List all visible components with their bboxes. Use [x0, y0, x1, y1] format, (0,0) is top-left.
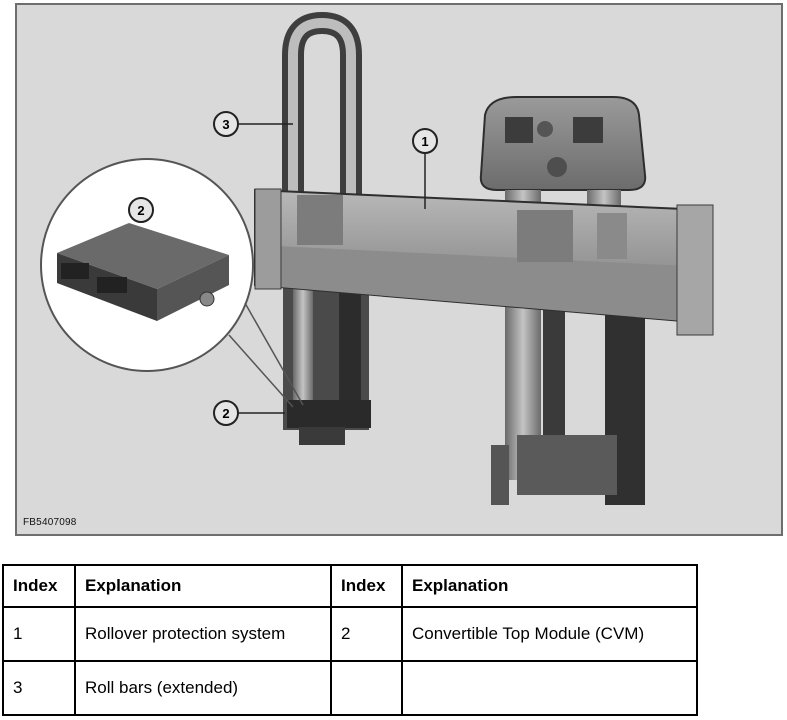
header-index: Index — [2, 563, 76, 609]
cell-explanation: Roll bars (extended) — [74, 659, 332, 717]
cell-index — [330, 659, 403, 717]
frame-beam — [254, 188, 714, 336]
table-row: 3 Roll bars (extended) — [2, 659, 698, 717]
cell-index: 1 — [2, 606, 76, 662]
cell-explanation: Rollover protection system — [74, 606, 332, 662]
legend-table: Index Explanation Index Explanation 1 Ro… — [2, 563, 698, 717]
header-index: Index — [330, 563, 403, 609]
cell-index: 2 — [330, 606, 403, 662]
table-row: 1 Rollover protection system 2 Convertib… — [2, 606, 698, 662]
cell-explanation: Convertible Top Module (CVM) — [401, 606, 698, 662]
header-explanation: Explanation — [74, 563, 332, 609]
diagram-figure: 1 2 2 3 FB5407098 — [15, 3, 783, 536]
cvm-detail-callout — [40, 158, 304, 408]
figure-code: FB5407098 — [23, 517, 77, 528]
header-explanation: Explanation — [401, 563, 698, 609]
legend-header-row: Index Explanation Index Explanation — [2, 563, 698, 609]
cell-explanation — [401, 659, 698, 717]
rollover-protection-illustration — [40, 11, 714, 505]
cell-index: 3 — [2, 659, 76, 717]
